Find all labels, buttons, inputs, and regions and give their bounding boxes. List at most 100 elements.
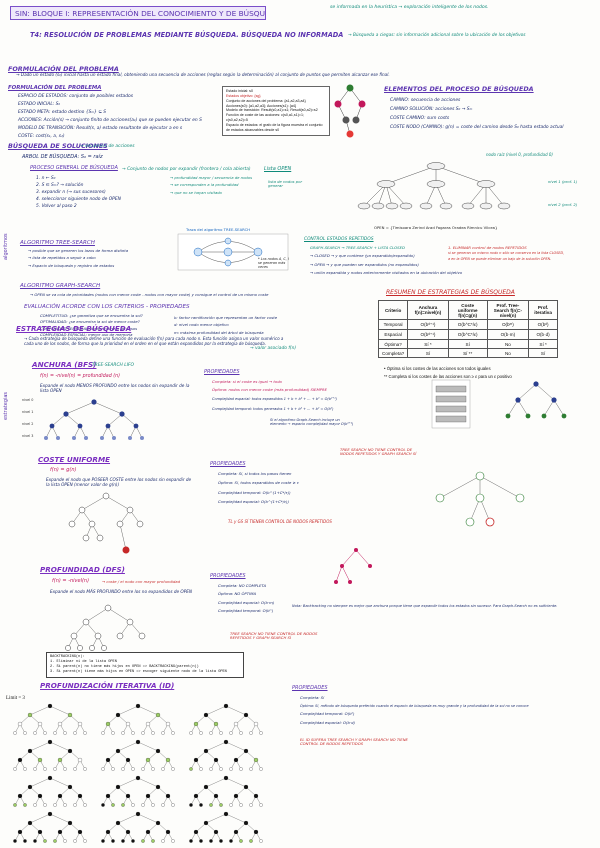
table-cell: Sí [528,348,558,358]
tree-search-item: → posible que se generen los lazos de fo… [28,248,129,253]
id-tree-edge [49,741,71,752]
id-tree-node [125,721,131,727]
backtracking-line: BACKTRACKING(n): [50,655,85,659]
iterativa-title: PROFUNDIZACIÓN ITERATIVA (ID) [40,681,175,690]
id-tree-edge [29,813,51,824]
id-tree-node [111,731,115,735]
table-cell: Sí * [528,339,558,349]
id-tree-edge [195,786,207,797]
anchura-prop: Completa: si el coste es igual → todo [212,379,282,384]
id-tree-node [219,767,223,771]
iterativa-props-title: PROPIEDADES [292,685,328,691]
tabla-note: • Óptima si los costes de las acciones s… [384,366,491,371]
id-tree-edge [195,822,207,833]
id-tree-node [67,712,73,718]
id-tree-node [155,712,161,718]
anchura-prop: Complejidad espacial: todos expandidos 1… [212,396,337,401]
id-tree-node [121,767,125,771]
backtracking-line: 3. Si parent(n) tiene más hijos en OPEN … [50,670,227,675]
evaluacion-item: OPTIMALIDAD: ¿se encuentra la sol de men… [40,319,140,325]
id-tree-node [23,839,27,843]
id-tree-edge [225,705,247,716]
id-tree-node [209,839,213,843]
tree-search-list: → posible que se generen los lazos de fo… [28,248,129,268]
id-tree-node [199,839,203,843]
side-label-algoritmos: algoritmos [3,233,9,260]
id-tree-edge [205,786,217,797]
evaluacion-param: m: máxima profundidad del árbol de búsqu… [174,329,264,335]
id-tree-node [233,793,239,799]
id-tree-node [259,767,263,771]
id-tree-node [121,731,125,735]
id-tree-node [27,820,33,826]
id-tree-node [111,839,115,843]
id-tree-node [213,829,219,835]
id-tree-node [249,803,253,807]
id-tree-node [249,731,253,735]
table-cell: O(bᵐ) [486,319,530,330]
id-tree-node [57,829,63,835]
id-tree-node [155,820,161,826]
elementos-item: CAMINO SOLUCIÓN: acciones S₀ → Sₘ [390,107,473,113]
profundidad-note: Nota: Backtracking no siempre es mejor q… [292,604,558,608]
traza-label: Traza del algoritmo TREE-SEARCH [186,227,251,232]
id-tree-node [63,803,67,807]
table-cell: Temporal [377,319,409,330]
id-tree-edge [205,813,227,824]
id-tree-node [83,731,87,735]
id-tree-node [171,767,175,771]
id-tree-node [199,731,203,735]
id-tree-edge [117,786,129,797]
id-tree-edge [147,822,159,833]
id-tree-edge [157,750,169,761]
id-tree-edge [69,786,81,797]
id-tree-node [17,757,23,763]
t4-title: T4: RESOLUCIÓN DE PROBLEMAS MEDIANTE BÚS… [30,31,344,39]
control-red-item: 1. ELIMINAR control de nodos REPETIDOS [448,245,527,250]
id-tree-node [67,748,73,754]
proceso-steps: 1. n ← S₀ 2. S ∈ Sₘ? → solución 3. expan… [36,176,121,209]
anchura-title: ANCHURA (BFS) [32,360,97,369]
coste-prop: Complejidad temporal: O(b^(1+C*/ε)) [218,489,291,495]
formulacion-item: COSTE: cost(s₁, a, s₂) [18,134,65,140]
id-tree-node [145,829,151,835]
id-tree-node [33,767,37,771]
id-tree-edge [235,786,247,797]
comparison-table: Criterio Anchura f(n)=nivel(n) Coste uni… [377,300,558,358]
profundidad-props-title: PROPIEDADES [210,573,246,579]
control-red-item: si se generan un mismo nodo n sólo se co… [448,251,565,256]
id-tree-node [189,731,193,735]
evaluacion-title: EVALUACIÓN ACORDE CON LOS CRITERIOS - PR… [24,304,190,310]
id-tree-node [125,793,131,799]
nivel-label: nivel 1 [22,410,34,414]
table-cell: O(b^C*/ε) [447,329,488,340]
id-tree-node [249,767,253,771]
id-tree [13,739,87,771]
id-tree-edge [195,750,207,761]
id-tree-edge [245,750,257,761]
id-tree-node [203,748,209,754]
evaluacion-item: COMPLEJIDAD TEMPORAL: menor número de pa… [40,325,138,331]
id-tree-node [73,839,77,843]
table-header: Coste uniforme f(n)=g(n) [447,300,488,320]
id-tree-node [27,712,33,718]
id-tree-edge [69,822,81,833]
id-tree-edge [157,714,169,725]
id-tree-node [229,767,233,771]
id-tree-edge [49,813,71,824]
ucs-graph-figure [435,471,525,527]
iterativa-props: Completa: Sí Óptima: Sí, método de búsqu… [300,695,590,725]
id-tree-node [239,803,243,807]
id-tree-node [47,703,53,709]
id-tree-edge [137,705,159,716]
id-tree-node [239,731,243,735]
id-tree-node [101,839,105,843]
table-row: Temporal O(bᵈ⁺¹) O(b^C*/ε) O(bᵐ) O(bᵈ) [377,319,558,330]
table-cell: O(b^C*/ε) [447,319,488,330]
table-cell: Espacial [377,329,409,340]
id-tree-node [33,803,37,807]
id-tree-node [121,839,125,843]
formulacion-list: ESPACIO DE ESTADOS: conjunto de posibles… [18,94,202,139]
table-cell: O(bᵈ⁺¹) [407,329,449,340]
elementos-item: COSTE NODO (CAMINO): g(n) = coste del ca… [390,125,564,131]
